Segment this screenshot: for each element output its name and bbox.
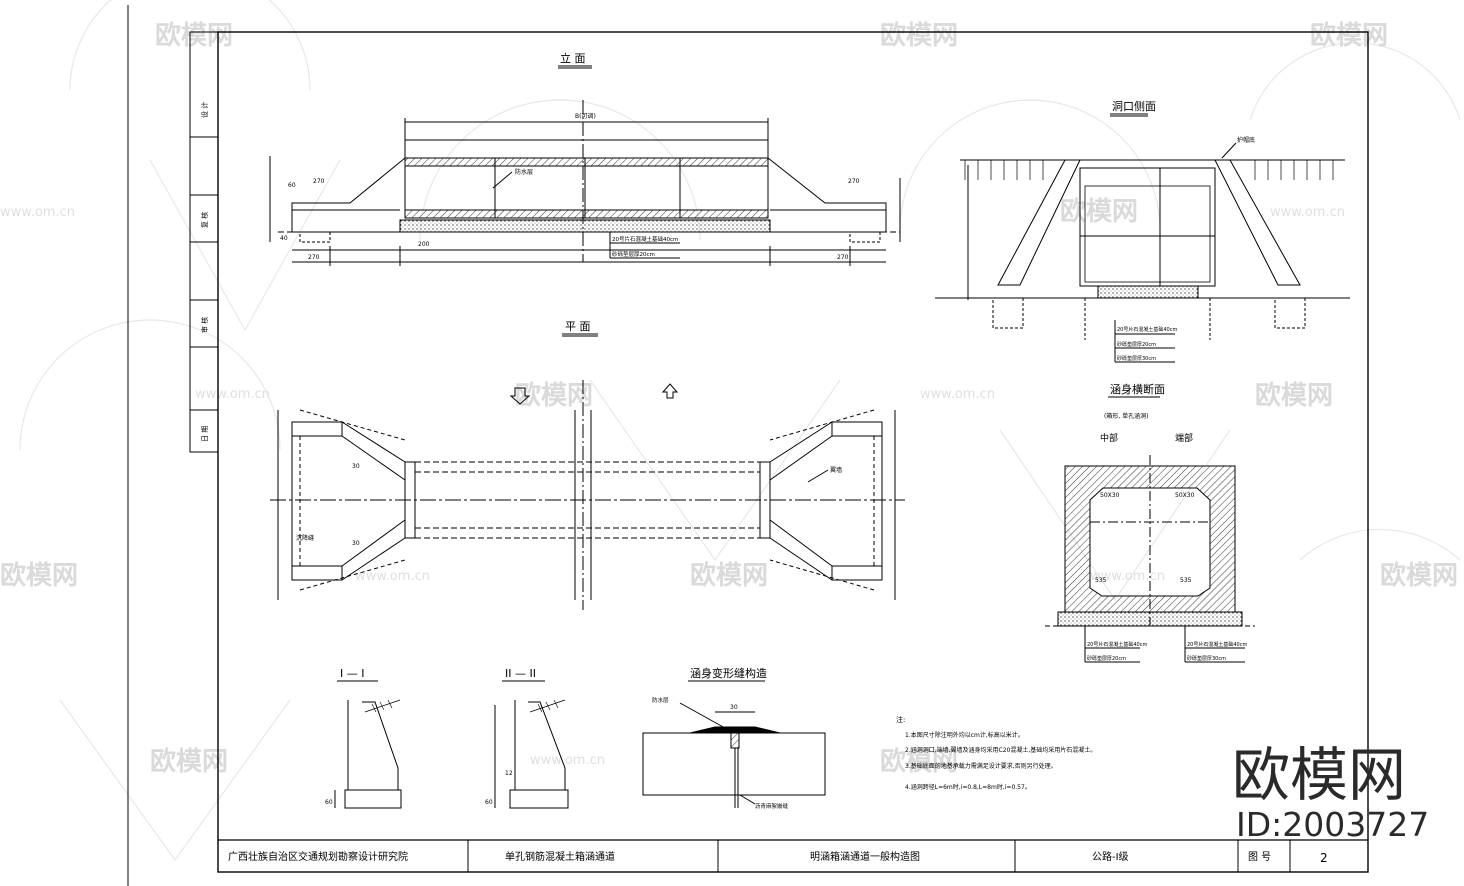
anti-water-label: 防水层 bbox=[652, 696, 669, 704]
notes-heading: 注: bbox=[896, 715, 905, 724]
brand-watermark: 欧模网 ID:2003727 bbox=[1232, 741, 1429, 844]
wing-wall-label: 翼墙 bbox=[830, 466, 842, 474]
watermark-brand: 欧模网 bbox=[880, 746, 958, 777]
asphalt-joint-label: 沥青麻絮嵌缝 bbox=[755, 802, 789, 810]
section-subtitle: (箱形, 单孔涵洞) bbox=[1104, 412, 1149, 420]
chamfer-label: 50X30 bbox=[1100, 492, 1120, 499]
drawing-name: 明涵箱涵通道一般构造图 bbox=[810, 850, 920, 863]
dim-12: 12 bbox=[505, 770, 513, 777]
watermark-domain: www.om.cn bbox=[920, 387, 995, 402]
watermark-brand: 欧模网 bbox=[1255, 380, 1333, 411]
dim-270: 270 bbox=[848, 178, 860, 185]
dim-270: 270 bbox=[313, 178, 325, 185]
chamfer-label: 50X30 bbox=[1175, 492, 1195, 499]
dim-270: 270 bbox=[308, 254, 320, 261]
dim-535: 535 bbox=[1095, 577, 1107, 584]
sheet-border bbox=[127, 5, 1369, 886]
side-panel-cell: 审 核 bbox=[200, 317, 209, 333]
watermark-domain: www.om.cn bbox=[1090, 569, 1165, 584]
joint-detail-view: 涵身变形缝构造 30 防水层 沥青麻絮嵌缝 bbox=[642, 666, 826, 810]
anti-water-label: 防水层 bbox=[515, 168, 533, 176]
note-item: 3.基础底面的地基承载力需满足设计要求,否则另行处理。 bbox=[905, 762, 1057, 770]
dim-30: 30 bbox=[352, 540, 360, 547]
note-item: 4.涵洞跨径L=6m时,i=0.8,L=8m时,i=0.57。 bbox=[905, 783, 1031, 791]
watermark-domain: www.om.cn bbox=[195, 387, 270, 402]
notes-block: 注: 1.本图尺寸除注明外均以cm计,标高以米计。 2.涵洞洞口,端墙,翼墙及涵… bbox=[896, 715, 1096, 791]
side-panel-cell: 复 核 bbox=[200, 212, 209, 228]
plan-title: 平 面 bbox=[565, 320, 591, 333]
watermark-brand: 欧模网 bbox=[155, 20, 233, 51]
dim-200: 200 bbox=[418, 241, 430, 248]
dim-60: 60 bbox=[325, 799, 333, 806]
gravel-base-note: 20号片石混凝土基础40cm bbox=[1187, 641, 1247, 648]
dim-b-total: B(可调) bbox=[575, 112, 596, 120]
cut-2-view: II — II 12 60 bbox=[485, 667, 569, 809]
watermark-brand: 欧模网 bbox=[150, 746, 228, 777]
sand-bed-note: 砂砾垫层厚20cm bbox=[1117, 341, 1156, 348]
sand-bed-alt-note: 砂砾垫层厚30cm bbox=[1187, 655, 1226, 662]
dim-60: 60 bbox=[288, 182, 296, 189]
sheet-no-label: 图 号 bbox=[1248, 851, 1271, 863]
org-name: 广西壮族自治区交通规划勘察设计研究院 bbox=[228, 850, 408, 863]
section-end-label: 端部 bbox=[1175, 432, 1193, 444]
gravel-base-note: 20号片石混凝土基础40cm bbox=[1087, 641, 1147, 648]
watermark-brand: 欧模网 bbox=[690, 560, 768, 591]
brand-id: ID:2003727 bbox=[1236, 805, 1429, 844]
elevation-title: 立 面 bbox=[560, 51, 586, 65]
side-panel-cell: 日 期 bbox=[201, 426, 209, 442]
cut-1-view: I — I 60 bbox=[325, 667, 402, 809]
sand-bed-note: 砂砾垫层厚20cm bbox=[1087, 655, 1126, 662]
dim-270: 270 bbox=[837, 254, 849, 261]
watermark-brand: 欧模网 bbox=[1380, 560, 1458, 591]
plan-view: 平 面 bbox=[270, 320, 905, 610]
settle-joint-label: 沉降缝 bbox=[296, 534, 314, 542]
note-item: 1.本图尺寸除注明外均以cm计,标高以米计。 bbox=[905, 731, 1024, 739]
watermark-brand: 欧模网 bbox=[880, 20, 958, 51]
sand-bed-alt-note: 砂砾垫层厚30cm bbox=[1117, 355, 1156, 362]
load-grade: 公路-Ⅰ级 bbox=[1092, 850, 1129, 863]
dim-30: 30 bbox=[352, 463, 360, 470]
section-middle-label: 中部 bbox=[1100, 432, 1118, 444]
cross-section-view: 涵身横断面 (箱形, 单孔涵洞) 中部 端部 50X30 50X30 535 5… bbox=[1045, 382, 1255, 663]
joint-title: 涵身变形缝构造 bbox=[690, 666, 767, 680]
side-panel-cell: 设 计 bbox=[200, 102, 209, 118]
dim-535: 535 bbox=[1180, 577, 1192, 584]
portal-title: 洞口侧面 bbox=[1112, 100, 1156, 113]
section-title: 涵身横断面 bbox=[1110, 382, 1165, 396]
project-name: 单孔钢筋混凝土箱涵通道 bbox=[505, 850, 615, 863]
watermark-domain: www.om.cn bbox=[0, 205, 75, 220]
protect-cap-label: 护帽底 bbox=[1237, 136, 1255, 144]
watermark-brand: 欧模网 bbox=[0, 560, 78, 591]
portal-view: 洞口侧面 护帽底 20号片石混凝土基础40 bbox=[935, 100, 1350, 363]
cut-1-title: I — I bbox=[340, 667, 364, 680]
gravel-base-note: 20号片石混凝土基础40cm bbox=[1117, 326, 1177, 333]
cut-2-title: II — II bbox=[505, 667, 536, 680]
watermark-brand: 欧模网 bbox=[1310, 20, 1388, 51]
sheet-number: 2 bbox=[1320, 851, 1328, 865]
brand-logo-text: 欧模网 bbox=[1232, 741, 1406, 809]
dim-60: 60 bbox=[485, 799, 493, 806]
sand-bed-note: 砂砾垫层厚20cm bbox=[612, 250, 655, 258]
watermark-domain: www.om.cn bbox=[530, 753, 605, 768]
gravel-base-note: 20号片石混凝土基础40cm bbox=[612, 235, 678, 243]
dim-30: 30 bbox=[730, 704, 738, 711]
dim-40: 40 bbox=[280, 235, 288, 242]
elevation-view: 立 面 B(可调) 270 270 200 bbox=[269, 51, 901, 266]
watermark-domain: www.om.cn bbox=[355, 569, 430, 584]
watermark-domain: www.om.cn bbox=[1270, 205, 1345, 220]
watermark-brand: 欧模网 bbox=[1060, 196, 1138, 227]
side-panel: 设 计 复 核 审 核 日 期 bbox=[200, 102, 209, 442]
title-block: 广西壮族自治区交通规划勘察设计研究院 单孔钢筋混凝土箱涵通道 明涵箱涵通道一般构… bbox=[218, 839, 1368, 872]
note-item: 2.涵洞洞口,端墙,翼墙及涵身均采用C20混凝土,基础均采用片石混凝土。 bbox=[905, 746, 1096, 754]
